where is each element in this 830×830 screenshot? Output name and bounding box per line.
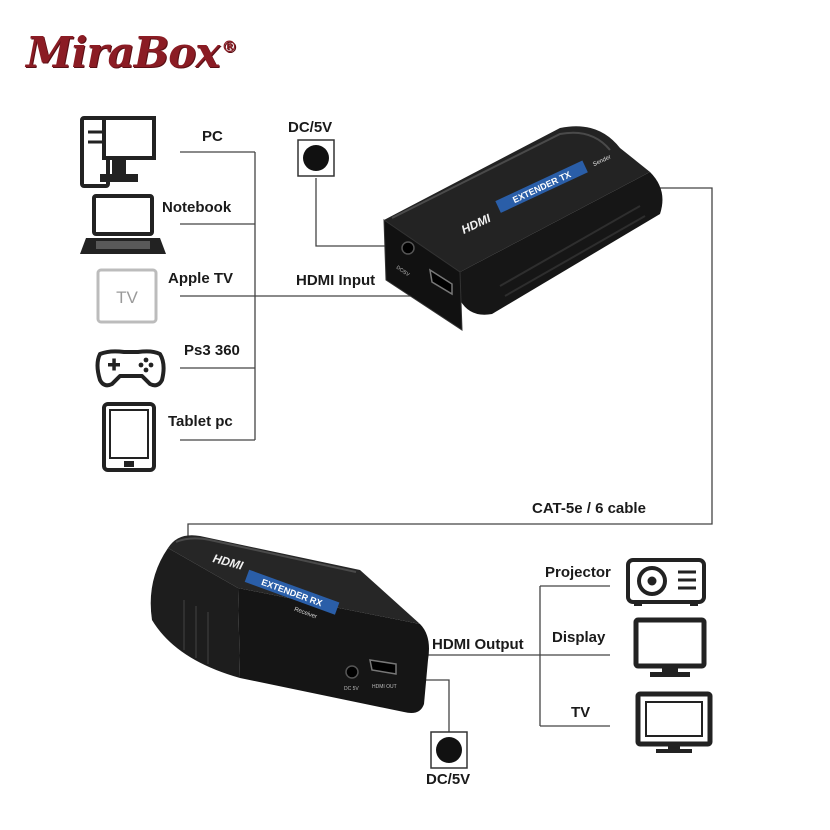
apple-tv-icon: TV xyxy=(96,268,158,324)
apple-tv-icon-text: TV xyxy=(116,288,138,307)
transmitter-device: EXTENDER TX Sender HDMI DC/5V xyxy=(383,126,663,331)
desktop-pc-icon xyxy=(80,116,156,188)
tx-power-jack-icon xyxy=(297,139,335,177)
cable-label: CAT-5e / 6 cable xyxy=(532,500,646,517)
hdmi-output-label: HDMI Output xyxy=(432,636,524,653)
output-label-tv: TV xyxy=(571,704,591,721)
registered-mark: ® xyxy=(221,37,237,56)
line-cat-cable xyxy=(187,187,713,552)
source-label-ps3: Ps3 360 xyxy=(184,342,240,359)
line-tx-power xyxy=(315,178,398,247)
receiver-device: EXTENDER RX Receiver HDMI DC 5V HDMI OUT xyxy=(150,535,429,713)
rx-port-hdmi-label: HDMI OUT xyxy=(372,684,397,690)
laptop-icon xyxy=(80,194,166,254)
tv-icon xyxy=(635,691,713,753)
hdmi-input-label: HDMI Input xyxy=(296,272,376,289)
source-label-tablet: Tablet pc xyxy=(168,413,233,430)
tx-power-label: DC/5V xyxy=(288,119,333,136)
output-label-projector: Projector xyxy=(545,564,611,581)
source-label-notebook: Notebook xyxy=(162,199,232,216)
mirabox-logo: MiraBox® xyxy=(26,28,237,77)
rx-power-label: DC/5V xyxy=(426,771,471,788)
gamepad-icon xyxy=(95,349,166,388)
rx-hdmi-port-icon xyxy=(369,659,397,675)
projector-icon xyxy=(626,558,706,606)
monitor-icon xyxy=(633,617,707,677)
source-label-pc: PC xyxy=(202,128,223,145)
rx-dc-port-icon xyxy=(345,665,359,679)
tx-dc-port-icon xyxy=(401,241,415,255)
tablet-icon xyxy=(102,402,156,472)
brand-name: MiraBox xyxy=(26,28,220,77)
rx-power-jack-icon xyxy=(430,731,468,769)
rx-port-dc-label: DC 5V xyxy=(344,686,359,692)
output-label-display: Display xyxy=(552,629,606,646)
tx-hdmi-port-icon xyxy=(428,268,453,296)
source-label-appletv: Apple TV xyxy=(168,270,234,287)
